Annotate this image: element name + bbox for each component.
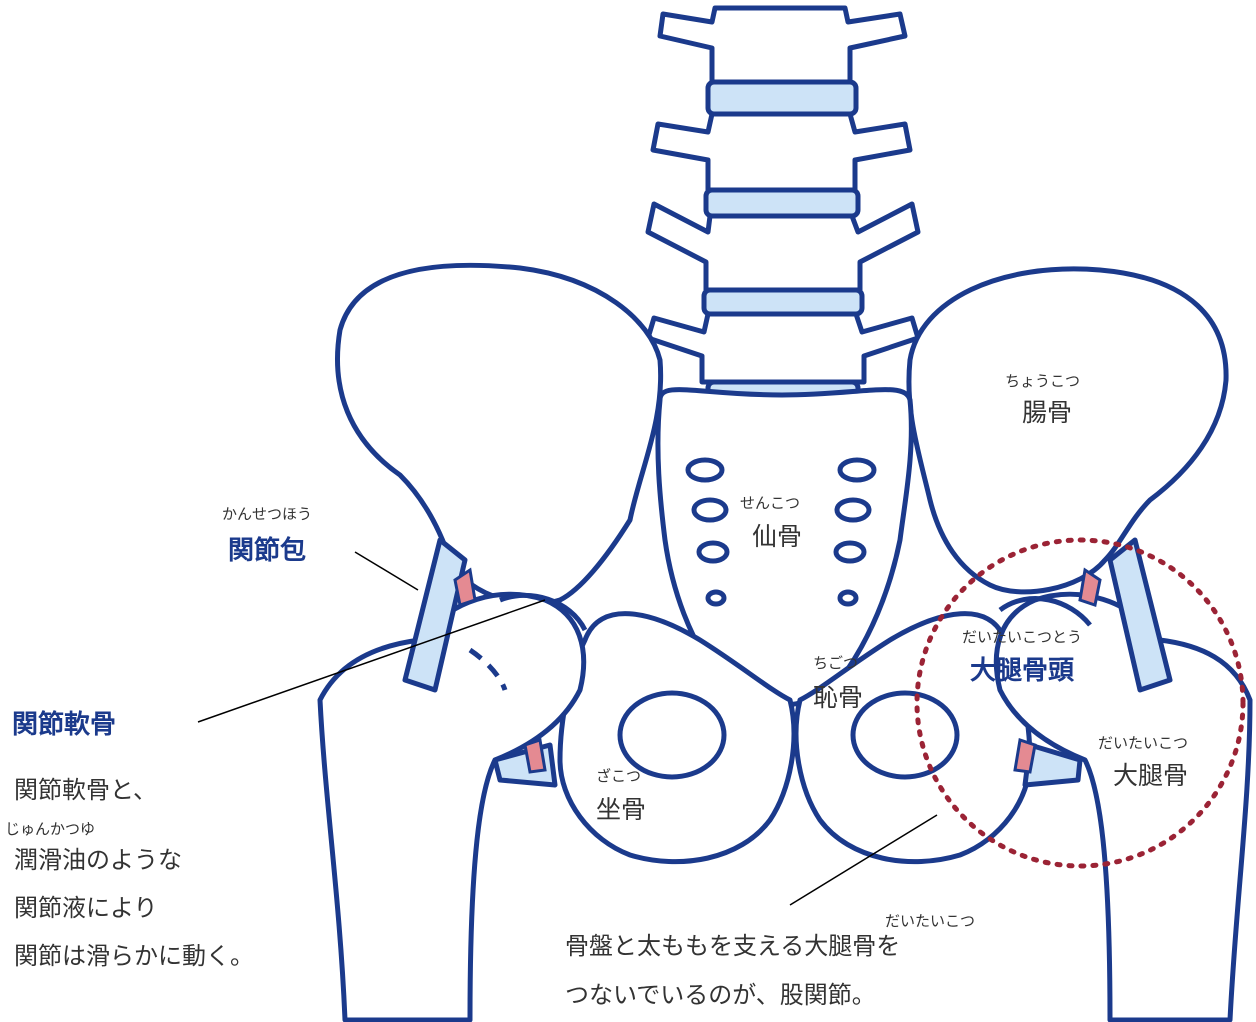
bottom-desc-line2: つないでいるのが、股関節。 <box>565 981 876 1009</box>
sacral-foramen-l3 <box>696 540 730 564</box>
capsule-ruby: かんせつほう <box>222 505 313 523</box>
cartilage-label: 関節軟骨 <box>12 710 117 740</box>
cartilage-desc-ruby: じゅんかつゆ <box>5 820 96 838</box>
lumbar-vertebra-3 <box>645 201 921 293</box>
right-joint-capsule <box>1107 537 1173 693</box>
lumbar-vertebra-1 <box>657 5 908 85</box>
pubis-label: 恥骨 <box>813 683 864 712</box>
right-lower-capsule <box>1022 742 1083 788</box>
capsule-label: 関節包 <box>228 536 307 566</box>
femoral-head-ruby: だいたいこつとう <box>962 628 1083 646</box>
capsule-leader-line <box>354 551 419 591</box>
femur-ruby: だいたいこつ <box>1098 734 1189 752</box>
sacral-foramen-r3 <box>833 540 867 564</box>
sacral-foramen-r2 <box>834 497 872 523</box>
intervertebral-disc-1 <box>705 79 859 117</box>
pubis-ruby: ちごつ <box>813 654 859 672</box>
femur-label: 大腿骨 <box>1113 761 1189 790</box>
bottom-desc-ruby: だいたいこつ <box>885 912 976 930</box>
left-synovial-fluid-lower <box>523 738 547 774</box>
cartilage-leader-line <box>197 599 546 723</box>
bottom-desc-line1: 骨盤と太ももを支える大腿骨を <box>565 932 901 960</box>
sacrum-label: 仙骨 <box>752 522 803 551</box>
lumbar-vertebra-2 <box>650 111 913 193</box>
right-ilium <box>906 266 1229 595</box>
femoral-head-highlight-circle <box>914 537 1246 869</box>
right-synovial-fluid-upper <box>1078 567 1102 607</box>
cartilage-desc-line3: 関節液により <box>14 894 158 922</box>
intervertebral-disc-3 <box>701 287 865 317</box>
cartilage-desc-line2: 潤滑油のような <box>14 846 182 874</box>
ilium-label: 腸骨 <box>1022 398 1073 427</box>
femoral-head-label: 大腿骨頭 <box>970 656 1075 686</box>
right-obturator-foramen <box>850 690 960 780</box>
sacral-foramen-r1 <box>837 457 877 483</box>
left-ilium <box>335 262 664 607</box>
ilium-ruby: ちょうこつ <box>1005 372 1081 390</box>
left-synovial-fluid-upper <box>453 567 477 607</box>
cartilage-desc-line1: 関節軟骨と、 <box>14 776 158 804</box>
left-cartilage-arc <box>499 592 588 632</box>
sacral-foramen-l2 <box>691 497 729 523</box>
intervertebral-disc-2 <box>703 187 861 219</box>
ischium-ruby: ざこつ <box>596 767 642 785</box>
ischium-label: 坐骨 <box>596 795 647 824</box>
left-femur-dashed-line <box>468 647 508 691</box>
sacral-foramen-l1 <box>685 457 725 483</box>
left-obturator-foramen <box>617 690 727 780</box>
sacral-foramen-l4 <box>705 589 727 607</box>
lumbar-vertebra-4 <box>645 311 921 385</box>
left-femur <box>317 591 587 1022</box>
sacral-foramen-r4 <box>837 589 859 607</box>
cartilage-desc-line4: 関節は滑らかに動く。 <box>14 942 254 970</box>
left-joint-capsule <box>402 537 468 693</box>
hip-joint-leader-line <box>789 814 938 906</box>
right-synovial-fluid-lower <box>1013 738 1037 774</box>
sacrum-ruby: せんこつ <box>740 494 801 512</box>
right-cartilage-arc <box>998 595 1092 627</box>
